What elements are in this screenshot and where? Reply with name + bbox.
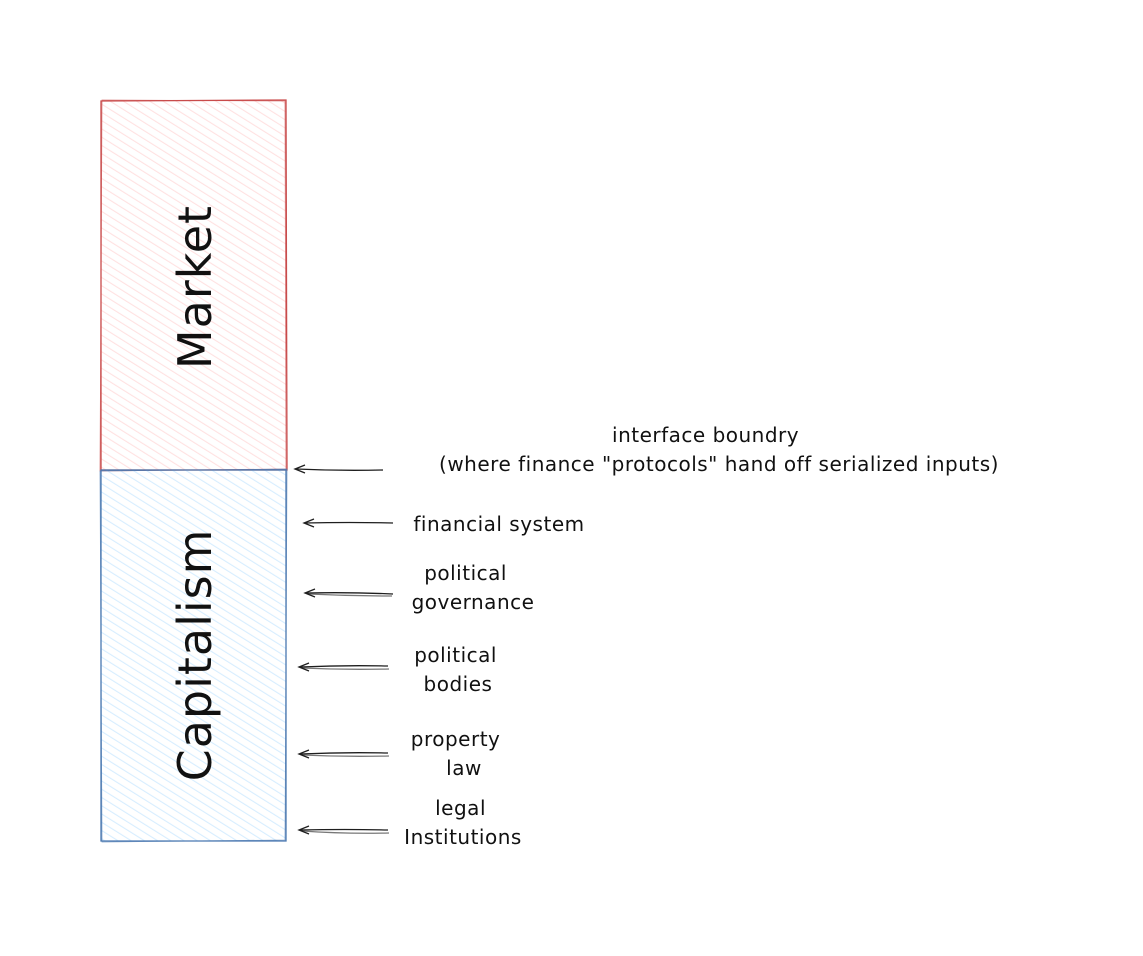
- arrow-political-governance-sketch: [307, 593, 393, 597]
- annotation-line: law: [446, 756, 482, 780]
- annotation-interface-boundary[interactable]: interface boundry (where finance "protoc…: [293, 423, 999, 476]
- annotation-line: political: [414, 643, 497, 667]
- annotation-political-bodies[interactable]: political bodies: [297, 643, 504, 696]
- annotation-text: financial system: [413, 512, 584, 536]
- capitalism-block-border-sketch: [99, 468, 288, 843]
- annotation-line: Institutions: [404, 825, 522, 849]
- annotation-text: legal Institutions: [404, 796, 522, 849]
- annotation-line: financial system: [413, 512, 584, 536]
- capitalism-block[interactable]: Capitalism: [99, 468, 288, 843]
- arrow-political-governance: [305, 592, 394, 595]
- annotation-text: political bodies: [414, 643, 504, 696]
- annotation-property-law[interactable]: property law: [297, 727, 507, 780]
- arrow-property-law: [299, 752, 389, 755]
- capitalism-block-fill: [101, 470, 286, 841]
- annotation-legal-institutions[interactable]: legal Institutions: [297, 796, 522, 849]
- annotation-line: governance: [412, 590, 535, 614]
- annotation-line: property: [411, 727, 501, 751]
- annotation-political-governance[interactable]: political governance: [303, 561, 535, 614]
- arrow-head-political-bodies: [297, 662, 310, 672]
- arrow-legal-institutions-sketch: [301, 830, 390, 834]
- capitalism-label: Capitalism: [168, 529, 222, 782]
- arrow-head-interface-boundary: [293, 464, 306, 474]
- arrow-political-bodies: [299, 665, 389, 668]
- market-label: Market: [168, 205, 222, 369]
- annotation-text: political governance: [412, 561, 535, 614]
- annotation-line: bodies: [424, 672, 493, 696]
- annotation-line: (where finance "protocols" hand off seri…: [439, 452, 999, 476]
- market-block-fill: [101, 100, 286, 470]
- arrow-property-law-sketch: [301, 754, 390, 757]
- annotation-line: legal: [435, 796, 486, 820]
- arrow-legal-institutions: [299, 828, 389, 831]
- annotation-text: interface boundry (where finance "protoc…: [439, 423, 999, 476]
- annotation-financial-system[interactable]: financial system: [302, 512, 585, 536]
- arrow-head-property-law: [297, 749, 310, 759]
- annotation-line: political: [424, 561, 507, 585]
- arrow-interface-boundary: [295, 468, 384, 471]
- arrow-financial-system: [304, 521, 394, 524]
- arrow-head-political-governance: [303, 588, 316, 598]
- arrow-head-financial-system: [302, 518, 315, 528]
- annotation-text: property law: [411, 727, 507, 780]
- arrow-head-legal-institutions: [297, 825, 310, 835]
- arrow-political-bodies-sketch: [301, 667, 390, 670]
- market-block[interactable]: Market: [99, 99, 288, 472]
- annotation-line: interface boundry: [612, 423, 799, 447]
